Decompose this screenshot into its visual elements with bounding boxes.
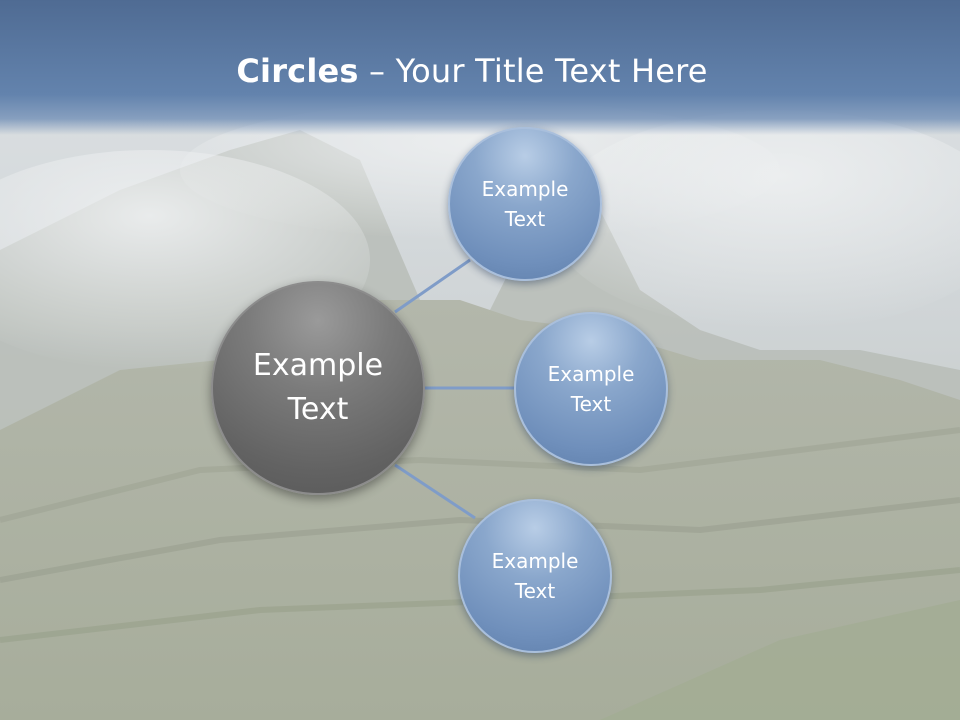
satellite-circle-middle[interactable]: Example Text xyxy=(514,312,668,466)
satellite-circle-bottom[interactable]: Example Text xyxy=(458,499,612,653)
slide-title: Circles – Your Title Text Here xyxy=(0,52,944,90)
center-circle[interactable]: Example Text xyxy=(211,281,425,495)
satellite-circle-label: Example Text xyxy=(481,177,569,231)
connector-line-bottom xyxy=(394,463,476,520)
satellite-circle-top[interactable]: Example Text xyxy=(448,127,602,281)
connector-line-top xyxy=(394,258,471,314)
center-circle-label: Example Text xyxy=(252,348,384,427)
title-band xyxy=(0,0,960,135)
title-rest: – Your Title Text Here xyxy=(358,52,708,90)
satellite-circle-label: Example Text xyxy=(491,549,579,603)
satellite-circle-label: Example Text xyxy=(547,362,635,416)
title-bold: Circles xyxy=(236,52,359,90)
